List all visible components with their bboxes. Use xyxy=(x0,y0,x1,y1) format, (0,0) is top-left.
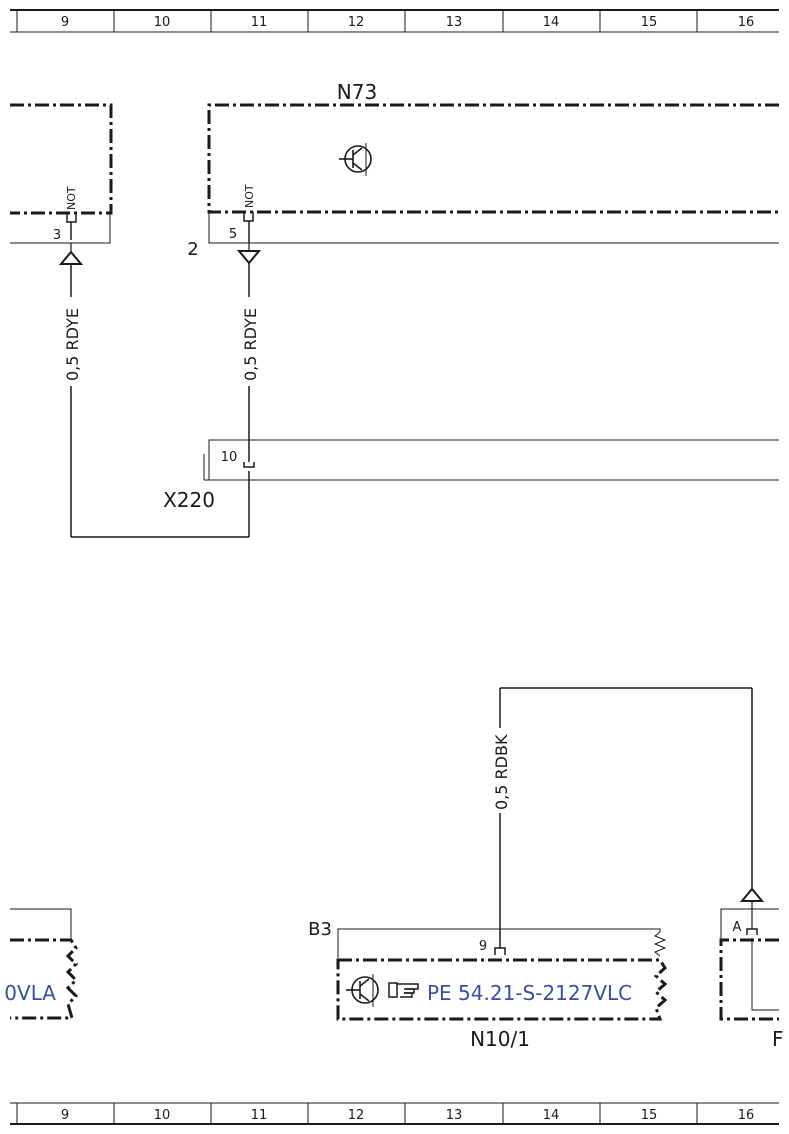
left-module-top xyxy=(10,103,113,244)
ruler-bottom-col-10: 10 xyxy=(154,1108,171,1123)
n10-1-pin-label: 9 xyxy=(479,939,487,954)
right-partial-label: F xyxy=(772,1027,784,1051)
ruler-col-15: 15 xyxy=(641,15,658,30)
wire-left xyxy=(70,264,249,538)
top-ruler: 9 10 11 12 13 14 15 16 xyxy=(10,9,779,33)
n73-module xyxy=(207,103,779,244)
left-module-reference[interactable]: 0VLA xyxy=(4,981,56,1005)
ruler-bottom-col-16: 16 xyxy=(738,1108,755,1123)
b3-housing xyxy=(337,928,667,958)
arrow-up-right-icon xyxy=(739,887,765,929)
arrow-up-icon xyxy=(58,243,84,265)
transistor-icon-n10 xyxy=(346,974,379,1007)
not-label-n73: NOT xyxy=(243,184,256,208)
right-partial-pin xyxy=(746,928,758,935)
x220-label: X220 xyxy=(163,488,215,512)
arrow-down-icon xyxy=(236,243,262,265)
ruler-bottom-col-11: 11 xyxy=(251,1108,268,1123)
n10-1-pin xyxy=(494,947,506,955)
n10-1-module xyxy=(336,958,668,1021)
pointing-hand-icon[interactable] xyxy=(388,982,419,998)
wire-rdbk xyxy=(499,687,753,948)
connector-left-pin xyxy=(66,213,77,240)
ruler-col-13: 13 xyxy=(446,15,463,30)
ruler-bottom-col-12: 12 xyxy=(348,1108,365,1123)
ruler-bottom-col-9: 9 xyxy=(61,1108,69,1123)
ruler-bottom-col-13: 13 xyxy=(446,1108,463,1123)
pin-5-label: 5 xyxy=(229,227,237,242)
wire-label-right: 0,5 RDYE xyxy=(241,308,260,381)
x220-pin xyxy=(243,462,255,468)
ruler-col-9: 9 xyxy=(61,15,69,30)
ruler-bottom-col-15: 15 xyxy=(641,1108,658,1123)
ruler-col-10: 10 xyxy=(154,15,171,30)
bottom-ruler: 9 10 11 12 13 14 15 16 xyxy=(10,1102,779,1125)
n10-1-label: N10/1 xyxy=(470,1027,530,1051)
ruler-col-12: 12 xyxy=(348,15,365,30)
connector-n73-pin xyxy=(243,212,254,243)
pin-3-label: 3 xyxy=(53,228,61,243)
b3-label: B3 xyxy=(308,919,332,940)
not-label-left: NOT xyxy=(65,186,78,210)
left-module-bottom xyxy=(10,908,79,1020)
ruler-bottom-col-14: 14 xyxy=(543,1108,560,1123)
right-partial-pin-label: A xyxy=(733,920,742,935)
x220-connector xyxy=(203,439,779,481)
n10-1-reference[interactable]: PE 54.21-S-2127VLC xyxy=(427,981,632,1005)
wire-label-left: 0,5 RDYE xyxy=(63,308,82,381)
ruler-col-14: 14 xyxy=(543,15,560,30)
ruler-col-11: 11 xyxy=(251,15,268,30)
x220-pin-label: 10 xyxy=(221,450,238,465)
n73-label: N73 xyxy=(337,80,377,104)
transistor-icon xyxy=(339,143,372,176)
wire-label-rdbk: 0,5 RDBK xyxy=(492,734,511,810)
ruler-col-16: 16 xyxy=(738,15,755,30)
marker-2-label: 2 xyxy=(187,239,198,260)
right-partial-module xyxy=(719,908,779,1021)
